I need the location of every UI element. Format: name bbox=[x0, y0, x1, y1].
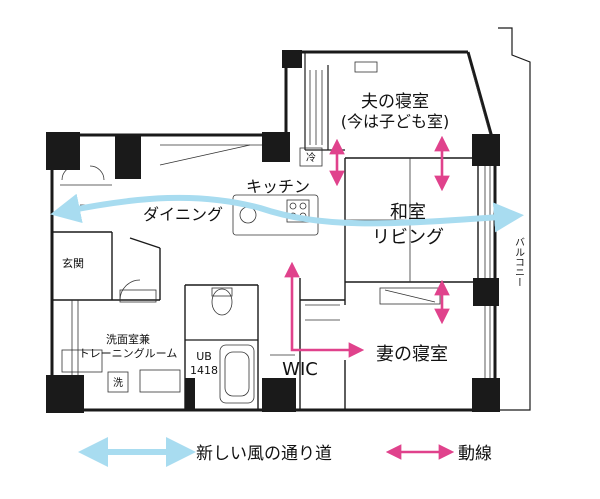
column bbox=[472, 134, 500, 166]
room-label-living: リビング bbox=[372, 227, 444, 248]
room-label-kitchen: キッチン bbox=[246, 177, 310, 196]
circulation-arrow bbox=[284, 261, 365, 358]
column bbox=[46, 375, 84, 413]
column bbox=[115, 135, 141, 179]
legend-circulation-label: 動線 bbox=[458, 444, 492, 464]
room-label-wife-bedroom: 妻の寝室 bbox=[376, 344, 448, 365]
column bbox=[473, 278, 499, 306]
room-label-entrance: 玄関 bbox=[62, 256, 84, 270]
column bbox=[185, 378, 195, 410]
washer-label: 洗 bbox=[113, 377, 123, 389]
room-label-washroom: 洗面室兼 bbox=[106, 332, 150, 346]
room-label-unit-bath-size: 1418 bbox=[190, 364, 218, 377]
column bbox=[262, 132, 290, 162]
fridge-label: 冷 bbox=[306, 151, 316, 164]
room-label-husband-bedroom: 夫の寝室 bbox=[361, 91, 429, 112]
wind-path-arrow bbox=[50, 193, 524, 233]
room-label-unit-bath: UB bbox=[196, 350, 212, 363]
room-label-dining: ダイニング bbox=[143, 205, 223, 224]
column bbox=[262, 378, 296, 412]
room-label-balcony: バルコニー bbox=[513, 237, 525, 287]
room-label-training-room: トレーニングルーム bbox=[79, 346, 178, 360]
column bbox=[472, 378, 500, 412]
legend: 新しい風の通り道 動線 bbox=[78, 437, 492, 467]
balcony-outline bbox=[498, 27, 531, 411]
legend-wind-label: 新しい風の通り道 bbox=[196, 444, 332, 464]
room-label-washitsu: 和室 bbox=[390, 202, 426, 223]
columns bbox=[46, 50, 500, 413]
column bbox=[46, 132, 80, 170]
column bbox=[282, 50, 302, 68]
room-label-husband-bedroom-note: (今は子ども室) bbox=[341, 112, 450, 131]
room-label-wic: WIC bbox=[282, 359, 318, 380]
